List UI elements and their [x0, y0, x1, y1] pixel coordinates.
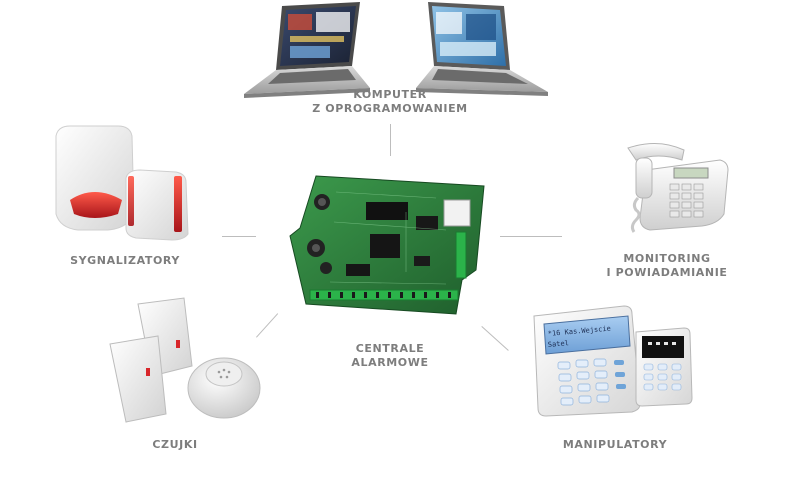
siren-large [55, 125, 135, 231]
label-alarm-panels: CENTRALE ALARMOWE [320, 342, 460, 370]
siren-small [125, 169, 189, 241]
telephone-image [627, 143, 729, 233]
label-computer-line2: Z OPROGRAMOWANIEM [312, 102, 468, 115]
sirens-image [55, 125, 189, 241]
label-monitoring: MONITORING I POWIADAMIANIE [592, 252, 742, 280]
label-keypads: MANIPULATORY [540, 438, 690, 452]
laptop-right [416, 2, 548, 96]
label-monitoring-line1: MONITORING [623, 252, 711, 265]
laptops-image [244, 2, 548, 98]
laptop-left [244, 2, 370, 98]
label-monitoring-line2: I POWIADAMIANIE [606, 266, 728, 279]
connector-computer [390, 124, 391, 156]
label-keypads-line1: MANIPULATORY [562, 438, 668, 451]
keypad-small [635, 327, 693, 407]
label-signalers: SYGNALIZATORY [60, 254, 190, 268]
detector-front [109, 335, 167, 423]
label-signalers-line1: SYGNALIZATORY [70, 254, 180, 267]
label-detectors-line1: CZUJKI [152, 438, 198, 451]
label-computer-with-software: KOMPUTER Z OPROGRAMOWANIEM [300, 88, 480, 116]
detector-dome [187, 357, 261, 419]
label-detectors: CZUJKI [130, 438, 220, 452]
connector-signalers [222, 236, 256, 237]
detectors-image [109, 297, 261, 423]
keypads-image: *16 Kas.Wejscie Satel [533, 305, 693, 417]
label-alarm-panels-line2: ALARMOWE [351, 356, 429, 369]
keypad-lcd: *16 Kas.Wejscie Satel [533, 305, 641, 417]
connector-keypads [481, 326, 509, 351]
alarm-panel-pcb-image [289, 175, 485, 315]
label-alarm-panels-line1: CENTRALE [355, 342, 425, 355]
label-computer-line1: KOMPUTER [353, 88, 427, 101]
connector-monitoring [500, 236, 562, 237]
lcd-line2: Satel [547, 339, 569, 349]
